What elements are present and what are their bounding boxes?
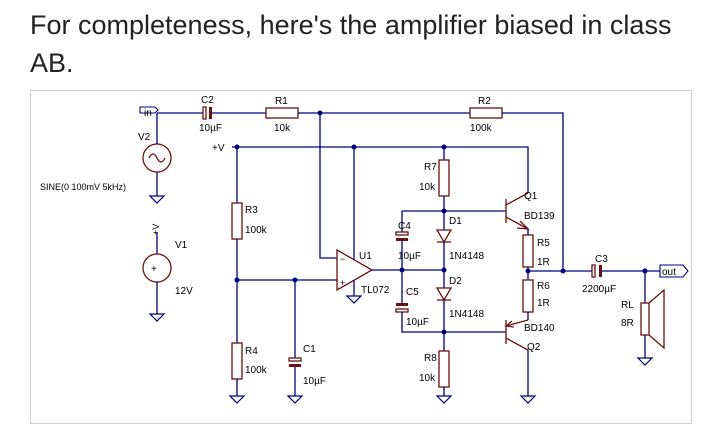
svg-text:−: −	[340, 254, 345, 264]
rl-value: 8R	[621, 318, 634, 329]
c2-value: 10µF	[199, 123, 222, 134]
r4-ref: R4	[245, 346, 258, 357]
q1-ref: Q1	[524, 191, 538, 202]
ground-q2	[519, 395, 537, 404]
speaker-rl: RL 8R	[621, 271, 665, 358]
r3-value: 100k	[245, 225, 268, 236]
ground-load	[636, 357, 654, 366]
resistor-r8: R8 10k	[419, 350, 450, 396]
r1-value: 10k	[274, 123, 291, 134]
r3-ref: R3	[245, 205, 258, 216]
u1-ref: U1	[359, 251, 372, 262]
d1-ref: D1	[449, 216, 462, 227]
r6-value: 1R	[537, 298, 550, 309]
ground-r4	[228, 395, 246, 404]
resistor-r7: R7 10k	[419, 147, 450, 230]
output-port-label: out	[662, 267, 676, 278]
r7-value: 10k	[419, 182, 436, 193]
ground-opamp	[345, 295, 363, 304]
r8-value: 10k	[419, 373, 436, 384]
r2-value: 100k	[470, 123, 493, 134]
q2-value: BD140	[524, 323, 555, 334]
d2-ref: D2	[449, 276, 462, 287]
resistor-r2: R2 100k	[469, 96, 564, 271]
source-v2: V2 SINE(0 100mV 5kHz)	[40, 132, 172, 196]
c4-ref: C4	[398, 221, 411, 232]
ground-r8	[435, 395, 453, 404]
capacitor-c1: C1 10µF	[288, 280, 326, 396]
page-caption: For completeness, here's the amplifier b…	[30, 10, 672, 78]
c3-value: 2200µF	[582, 284, 616, 295]
input-port-label: in	[144, 108, 152, 119]
resistor-r6: R6 1R	[522, 279, 550, 320]
feedback-wire	[319, 113, 337, 259]
capacitor-c3: C3 2200µF	[582, 254, 660, 295]
diode-d1: D1 1N4148	[435, 216, 484, 270]
c1-ref: C1	[303, 344, 316, 355]
r8-ref: R8	[424, 353, 437, 364]
rl-ref: RL	[621, 300, 634, 311]
u1-value: TL072	[361, 285, 390, 296]
c3-ref: C3	[595, 254, 608, 265]
r7-ref: R7	[424, 162, 437, 173]
capacitor-c4: C4 10µF	[395, 211, 421, 270]
r5-value: 1R	[537, 257, 550, 268]
input-port: in	[139, 106, 159, 119]
v1-value: 12V	[175, 286, 193, 297]
ground-v1	[148, 313, 166, 322]
c5-value: 10µF	[406, 317, 429, 328]
d2-value: 1N4148	[449, 309, 484, 320]
resistor-r3: R3 100k	[231, 147, 268, 343]
v2-value: SINE(0 100mV 5kHz)	[40, 182, 126, 192]
c5-ref: C5	[406, 287, 419, 298]
diode-d2: D2 1N4148	[435, 270, 484, 351]
capacitor-c2: C2 10µF	[180, 95, 266, 134]
svg-text:+: +	[340, 278, 345, 288]
ground-v2	[148, 195, 166, 204]
transistor-q2: BD140 Q2	[504, 319, 555, 396]
q1-value: BD139	[524, 211, 555, 222]
v1-pin-plus: +V	[151, 224, 161, 235]
ground-c1	[286, 395, 304, 404]
r6-ref: R6	[537, 281, 550, 292]
v1-ref: V1	[175, 240, 188, 251]
r4-value: 100k	[245, 365, 268, 376]
resistor-r1: R1 10k	[265, 96, 470, 134]
r2-ref: R2	[478, 96, 491, 107]
q2-ref: Q2	[527, 342, 541, 353]
c1-value: 10µF	[303, 376, 326, 387]
r5-ref: R5	[537, 238, 550, 249]
transistor-q1: Q1 BD139	[505, 191, 555, 230]
source-v1: + V1 12V +V	[142, 224, 193, 314]
capacitor-c5: C5 10µF	[395, 270, 444, 333]
r1-ref: R1	[275, 96, 288, 107]
resistor-r4: R4 100k	[231, 342, 268, 396]
v1-pin-minus: +	[151, 264, 157, 275]
supply-label: +V	[212, 143, 225, 154]
d1-value: 1N4148	[449, 251, 484, 262]
supply-rail	[232, 146, 529, 193]
opamp-u1: − + U1 TL072	[336, 147, 390, 296]
v2-ref: V2	[138, 132, 151, 143]
schematic-frame	[30, 90, 692, 424]
c2-ref: C2	[201, 95, 214, 106]
output-port: out	[659, 264, 689, 278]
c4-value: 10µF	[398, 251, 421, 262]
